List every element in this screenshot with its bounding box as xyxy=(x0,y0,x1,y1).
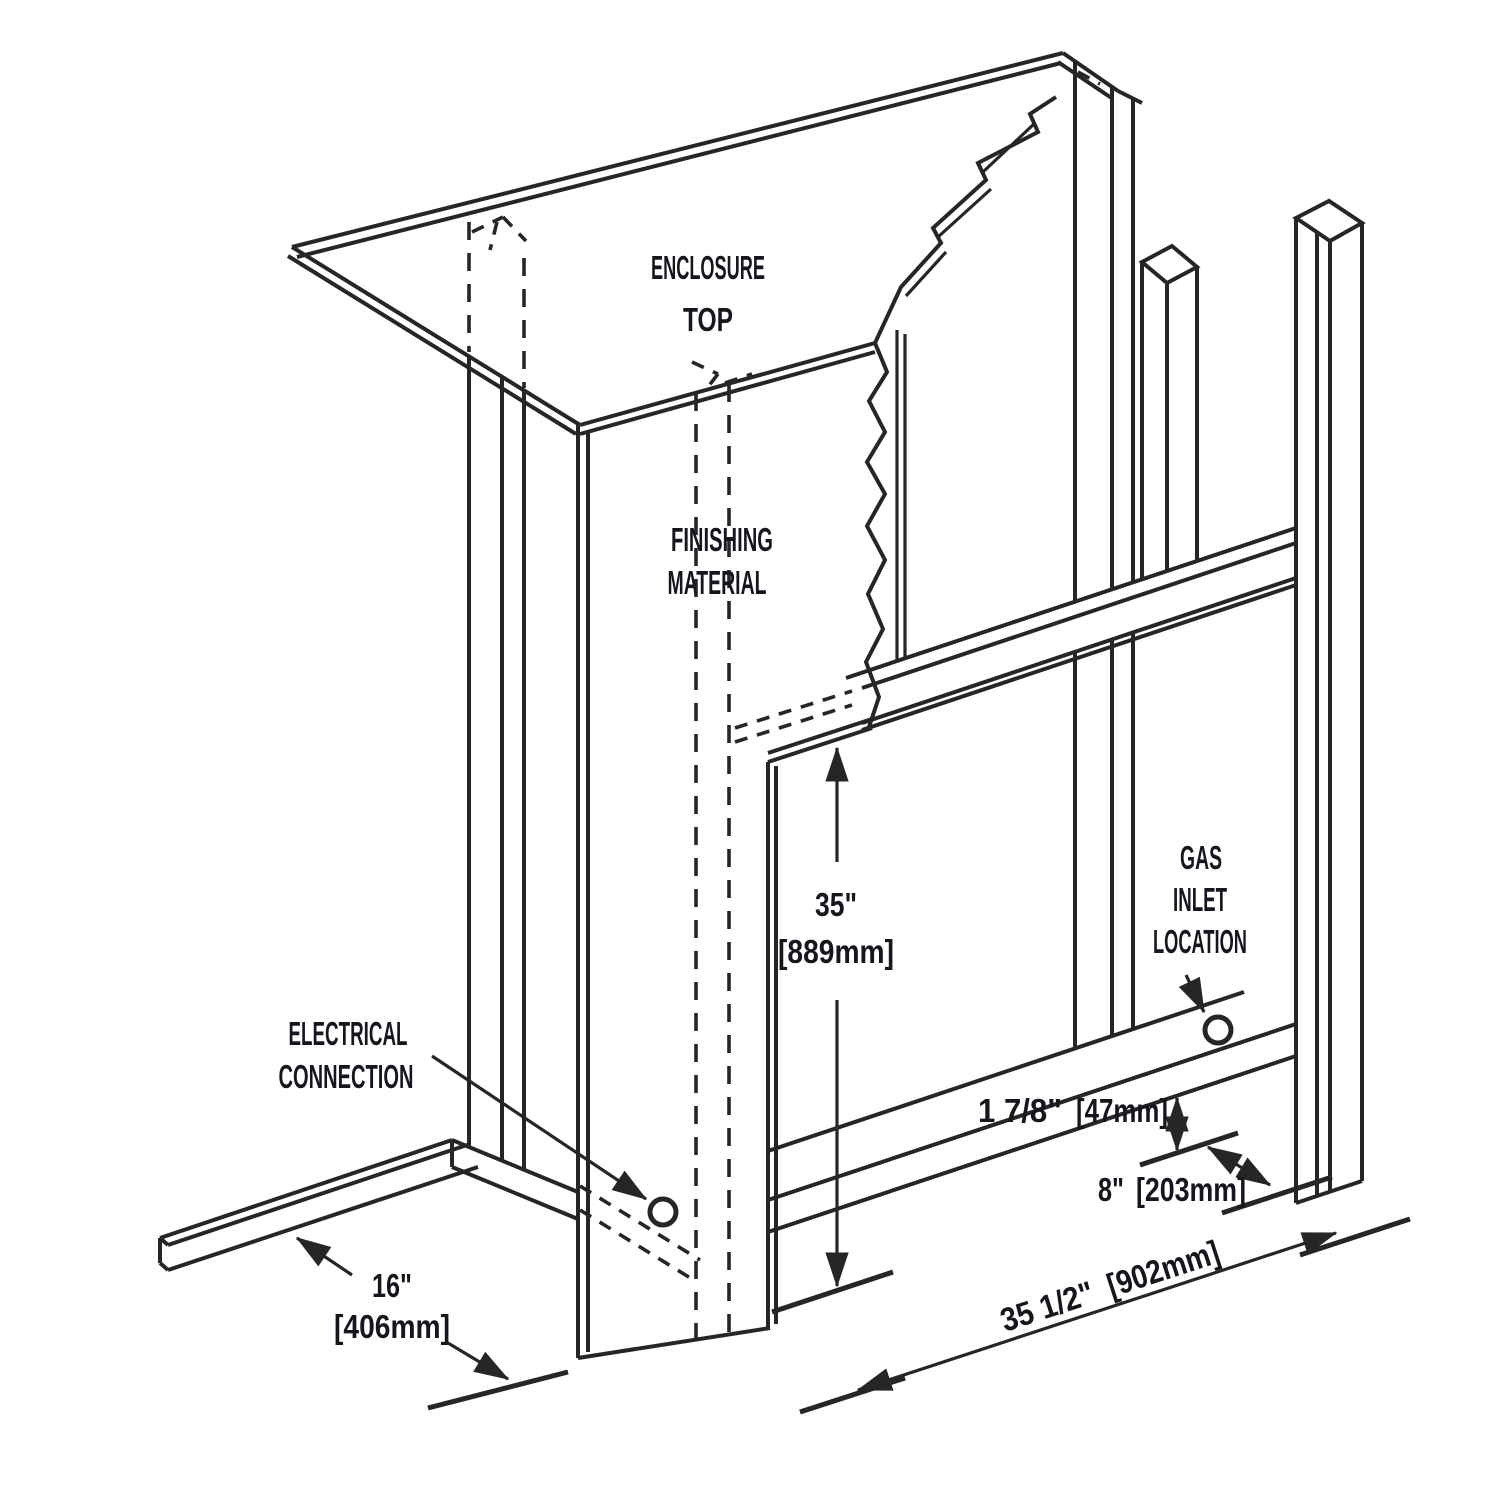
label-gas-inlet: GAS INLET LOCATION xyxy=(1153,839,1247,960)
dimension-opening-height xyxy=(771,746,894,1315)
gas-inlet-label-line2: INLET xyxy=(1173,881,1227,918)
left-side-studs xyxy=(467,356,526,1170)
side-extension-imperial: 16" xyxy=(372,1267,412,1304)
text-side-extension: 16" [406mm] xyxy=(334,1267,450,1345)
inlet-offset-imperial: 8" xyxy=(1098,1171,1124,1208)
dimension-inlet-offset xyxy=(1206,1145,1333,1216)
dimension-opening-width xyxy=(799,1216,1411,1415)
bottom-plate xyxy=(767,990,1297,1234)
electrical-connection-label-line2: CONNECTION xyxy=(279,1058,414,1095)
text-inlet-height: 1 7/8" [47mm] xyxy=(978,1092,1168,1129)
label-finishing-material: FINISHING MATERIAL xyxy=(668,521,774,601)
label-enclosure-top: ENCLOSURE TOP xyxy=(651,249,765,338)
middle-stud xyxy=(1138,243,1201,579)
hidden-stud-above-top-center xyxy=(691,360,753,394)
extended-bottom-plate xyxy=(158,1138,479,1272)
finishing-material-torn-edge xyxy=(863,95,1058,728)
dimension-side-extension xyxy=(295,1236,569,1411)
hidden-header-behind-panel xyxy=(734,689,853,744)
header-beam xyxy=(845,526,1297,732)
side-extension-metric: [406mm] xyxy=(334,1308,450,1345)
opening-height-metric: [889mm] xyxy=(778,933,894,970)
text-opening-height: 35" [889mm] xyxy=(778,886,894,970)
opening-width-metric: [902mm] xyxy=(1102,1233,1224,1304)
enclosure-top-label-line1: ENCLOSURE xyxy=(651,249,765,286)
finishing-material-panel xyxy=(576,425,873,1360)
gas-inlet-label-line1: GAS xyxy=(1180,839,1222,876)
electrical-connection-label-line1: ELECTRICAL xyxy=(289,1015,408,1052)
hidden-stud-at-apex xyxy=(1077,70,1101,86)
finishing-material-label-line1: FINISHING xyxy=(671,521,773,558)
hidden-stud-above-top-left xyxy=(467,215,528,388)
gas-inlet-marker xyxy=(1178,974,1234,1046)
text-opening-width: 35 1/2" [902mm] xyxy=(996,1233,1224,1339)
text-inlet-offset: 8" [203mm] xyxy=(1098,1171,1246,1208)
hidden-plate-behind-panel xyxy=(579,1184,701,1281)
gas-inlet-circle xyxy=(1202,1014,1234,1046)
inlet-height-metric: [47mm] xyxy=(1076,1092,1168,1129)
electrical-connection-marker xyxy=(431,1054,679,1228)
opening-height-imperial: 35" xyxy=(815,886,857,923)
enclosure-top-label-line2: TOP xyxy=(683,301,733,338)
left-side-wall-plate xyxy=(450,1138,579,1221)
label-electrical-connection: ELECTRICAL CONNECTION xyxy=(279,1015,414,1095)
dimension-inlet-height xyxy=(1139,1096,1239,1168)
hidden-stud-behind-panel xyxy=(694,384,731,1340)
electrical-connection-circle xyxy=(647,1196,679,1228)
inlet-offset-metric: [203mm] xyxy=(1136,1171,1246,1208)
tall-corner-stud xyxy=(1073,60,1143,1048)
right-end-stud xyxy=(1292,198,1366,1205)
inlet-height-imperial: 1 7/8" xyxy=(978,1092,1062,1129)
enclosure-top xyxy=(286,51,1120,436)
finishing-material-label-line2: MATERIAL xyxy=(668,564,767,601)
gas-inlet-label-line3: LOCATION xyxy=(1153,923,1247,960)
